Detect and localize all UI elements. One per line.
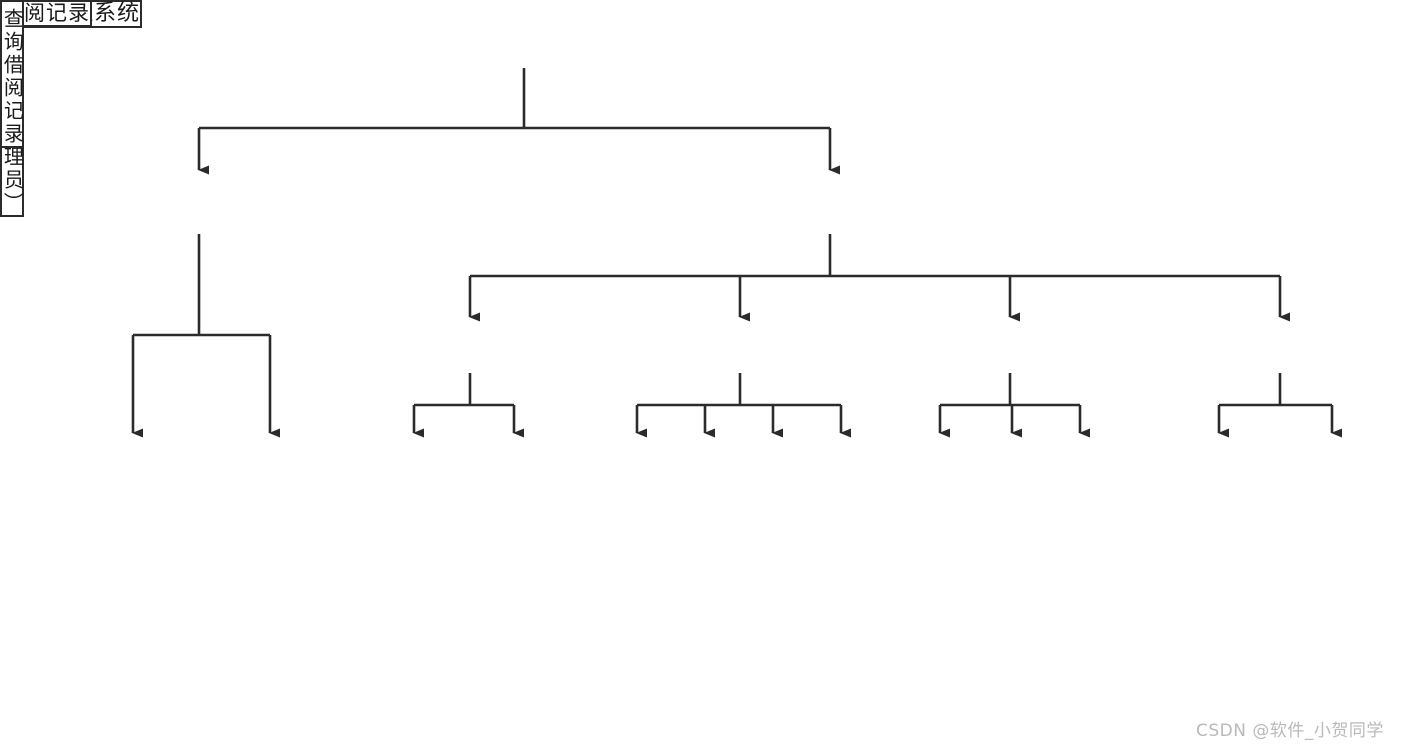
csdn-watermark: CSDN @软件_小贺同学 bbox=[1196, 721, 1384, 741]
leaf-query-borrow-record[interactable]: 查询借阅记录 bbox=[0, 0, 25, 148]
edge-group bbox=[131, 68, 1342, 438]
leaf-query-borrow-record-label: 查询借阅记录 bbox=[0, 8, 25, 146]
